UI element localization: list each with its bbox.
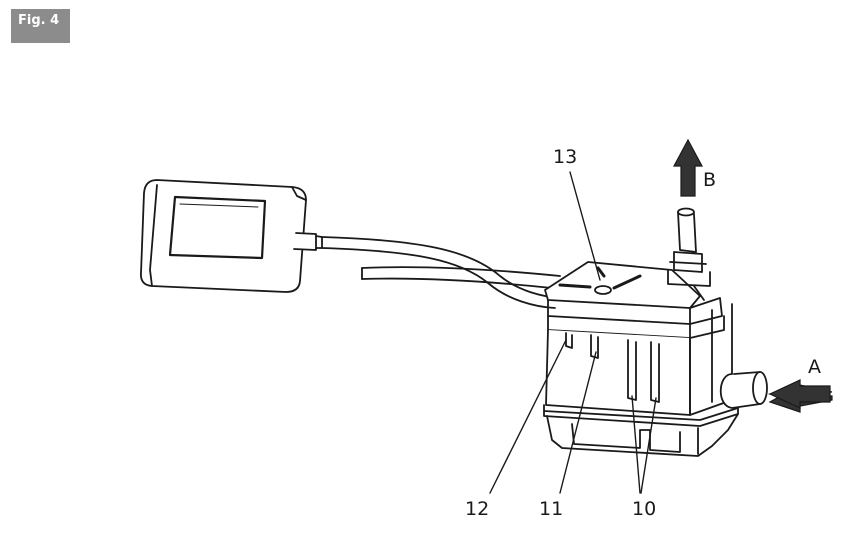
leader-lines xyxy=(489,171,657,494)
figure-tag: Fig. 4 xyxy=(11,9,70,43)
label-12: 12 xyxy=(465,498,489,520)
cables xyxy=(321,236,561,309)
outlet-nozzle xyxy=(667,207,711,301)
label-13: 13 xyxy=(553,146,577,168)
sensor-box xyxy=(140,179,323,293)
label-10: 10 xyxy=(632,498,656,520)
flow-arrow-out xyxy=(672,138,704,197)
label-b: B xyxy=(703,169,716,191)
flow-arrow-in xyxy=(767,379,833,413)
inlet-pipe xyxy=(719,371,768,409)
label-11: 11 xyxy=(539,498,563,520)
label-a: A xyxy=(808,356,821,378)
pump-body xyxy=(543,261,739,457)
